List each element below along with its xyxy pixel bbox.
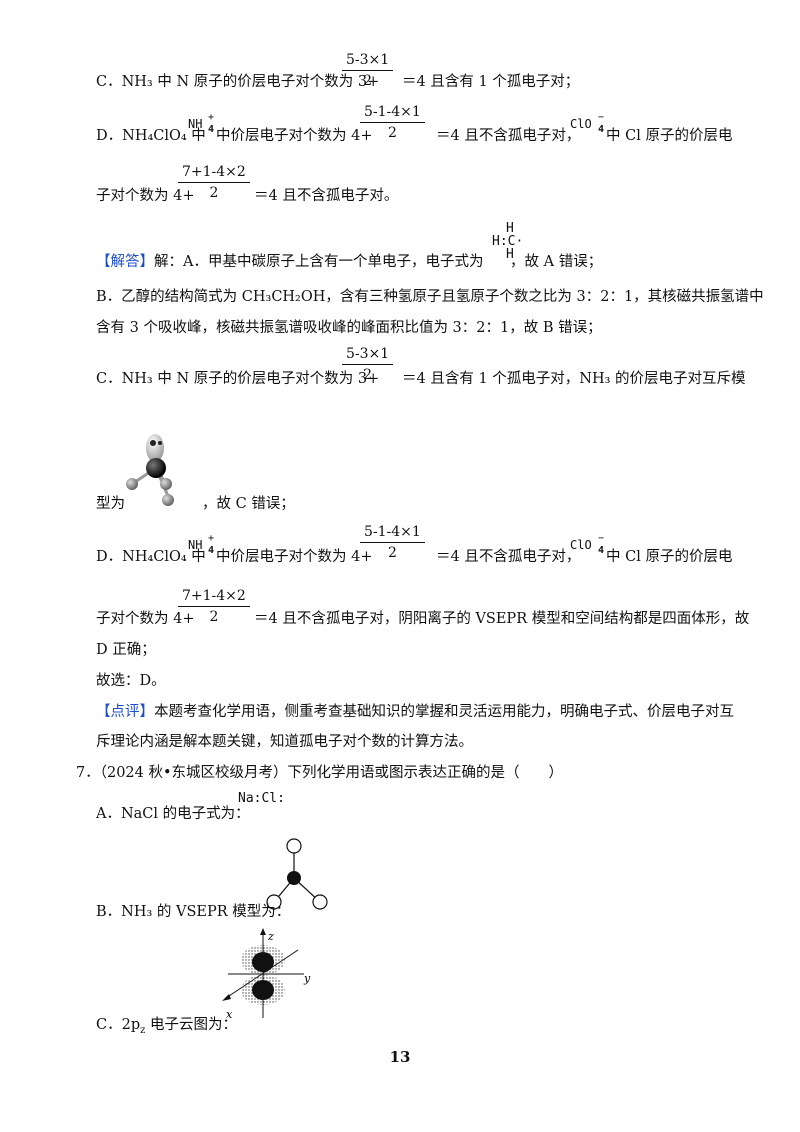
page-number: 13 <box>389 1048 411 1066</box>
answer-d-line-d: 中 Cl 原子的价层电 <box>606 549 733 565</box>
option-d-line-b: 中价层电子对个数为 4+ <box>216 128 373 144</box>
answer-d-line3: D 正确； <box>96 642 156 658</box>
fraction-ans-c: 5-3×1 2 <box>342 346 394 383</box>
nh3-vsepr-model <box>266 838 328 910</box>
answer-b-line2: 含有 3 个吸收峰，核磁共振氢谱吸收峰的峰面积比值为 3：2：1，故 B 错误； <box>96 320 602 336</box>
answer-d-line-c: ＝4 且不含孤电子对， <box>436 549 581 565</box>
answer-c-line2-a: 型为 <box>96 496 125 512</box>
answer-c-line1-tail: ＝4 且含有 1 个孤电子对，NH₃ 的价层电子对互斥模 <box>402 371 746 387</box>
fraction-ans-d2: 7+1-4×2 2 <box>178 588 250 625</box>
nacl-lewis-structure: Na:Cl: <box>238 791 285 806</box>
question-7-option-b: B．NH₃ 的 VSEPR 模型为： <box>96 904 291 920</box>
methyl-lewis-structure: H H:C· H <box>492 221 524 262</box>
review-line2: 斥理论内涵是解本题关键，知道孤电子对个数的计算方法。 <box>96 734 473 750</box>
option-d-line-d: 中 Cl 原子的价层电 <box>606 128 733 144</box>
answer-c-line1: C．NH₃ 中 N 原子的价层电子对个数为 3+ <box>96 371 380 387</box>
question-7-option-c: C．2pz 电子云图为： <box>96 1017 237 1036</box>
answer-a-tail: ，故 A 错误； <box>510 254 603 270</box>
option-d-line2-a: 子对个数为 4+ <box>96 188 195 204</box>
z-axis-label: z <box>267 930 274 943</box>
option-d-line-a: D．NH₄ClO₄ 中 <box>96 128 206 144</box>
clo4-ion-answer: ClO − 4 <box>570 533 605 556</box>
review-tag: 【点评】 <box>96 704 154 720</box>
fraction-ans-d1: 5-1-4×1 2 <box>360 524 425 561</box>
x-axis-label: x <box>226 1008 233 1021</box>
nh4-ion-answer: NH + 4 <box>188 533 215 556</box>
y-axis-label: y <box>303 972 311 985</box>
question-7-option-a: A．NaCl 的电子式为： <box>96 806 250 822</box>
nh4-ion: NH + 4 <box>188 112 215 135</box>
answer-b-line1: B．乙醇的结构简式为 CH₃CH₂OH，含有三种氢原子且氢原子个数之比为 3：2… <box>96 289 764 305</box>
answer-choose: 故选：D。 <box>96 673 166 689</box>
nh3-ball-stick-model <box>126 434 174 506</box>
answer-tag: 【解答】 <box>96 254 154 270</box>
fraction-f2: 5-1-4×1 2 <box>360 104 425 141</box>
answer-d-line-a: D．NH₄ClO₄ 中 <box>96 549 206 565</box>
answer-d-line-b: 中价层电子对个数为 4+ <box>216 549 373 565</box>
clo4-ion: ClO − 4 <box>570 112 605 135</box>
fraction-f3: 7+1-4×2 2 <box>178 164 250 201</box>
review-line1: 【点评】本题考查化学用语，侧重考查基础知识的掌握和灵活运用能力，明确电子式、价层… <box>96 704 734 720</box>
fraction-f1: 5-3×1 2 <box>342 52 394 89</box>
question-7-stem: 7．（2024 秋•东城区校级月考）下列化学用语或图示表达正确的是（ ） <box>76 765 564 781</box>
option-d-line-c: ＝4 且不含孤电子对， <box>436 128 581 144</box>
option-c-line: C．NH₃ 中 N 原子的价层电子对个数为 3+ <box>96 74 380 90</box>
answer-a-line: 【解答】解：A．甲基中碳原子上含有一个单电子，电子式为 <box>96 254 484 270</box>
option-d-line2-b: ＝4 且不含孤电子对。 <box>254 188 399 204</box>
answer-c-line2-b: ，故 C 错误； <box>202 496 295 512</box>
option-c-line-tail: ＝4 且含有 1 个孤电子对； <box>402 74 580 90</box>
answer-d-line2-b: ＝4 且不含孤电子对，阴阳离子的 VSEPR 模型和空间结构都是四面体形，故 <box>254 611 750 627</box>
answer-d-line2-a: 子对个数为 4+ <box>96 611 195 627</box>
2pz-electron-cloud-diagram: z y x <box>222 928 311 1021</box>
